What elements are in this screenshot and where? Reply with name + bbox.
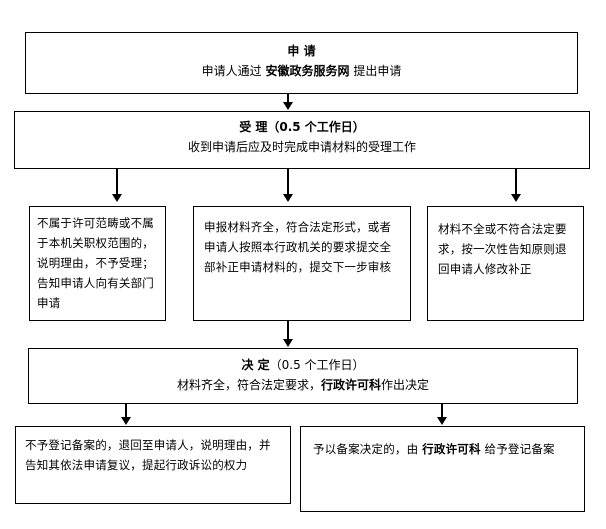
- decide-title-label: 决 定: [241, 358, 270, 372]
- arrow-head-apply-accept: [283, 102, 293, 110]
- accept-step-box: 受 理（0.5 个工作日） 收到申请后应及时完成申请材料的受理工作: [14, 111, 590, 169]
- connector-accept-right: [515, 169, 517, 195]
- apply-step-description: 申请人通过 安徽政务服务网 提出申请: [26, 61, 577, 81]
- not-accepted-text: 不属于许可范畴或不属于本机关职权范围的，说明理由，不予受理；告知申请人向有关部门…: [37, 216, 154, 310]
- approved-department-name: 行政许可科: [422, 442, 481, 456]
- decide-line-suffix: 作出决定: [381, 378, 430, 392]
- accepted-box: 申报材料齐全，符合法定形式，或者申请人按照本行政机关的要求提交全部补正申请材料的…: [193, 206, 411, 321]
- arrow-head-decide-left: [121, 417, 131, 425]
- arrow-head-accept-right: [511, 194, 521, 202]
- decide-line-prefix: 材料齐全，符合法定要求，: [176, 378, 321, 392]
- not-accepted-box: 不属于许可范畴或不属于本机关职权范围的，说明理由，不予受理；告知申请人向有关部门…: [29, 206, 166, 321]
- accept-step-description: 收到申请后应及时完成申请材料的受理工作: [187, 140, 416, 154]
- arrow-head-accept-middle: [283, 194, 293, 202]
- connector-decide-left: [125, 404, 127, 418]
- decide-department-name: 行政许可科: [320, 378, 381, 392]
- decide-step-title: 决 定（0.5 个工作日）: [29, 355, 577, 375]
- apply-step-box: 申 请 申请人通过 安徽政务服务网 提出申请: [25, 32, 578, 94]
- approved-result-box: 予以备案决定的，由 行政许可科 给予登记备案: [300, 426, 585, 512]
- connector-apply-accept: [287, 94, 289, 103]
- decide-step-description: 材料齐全，符合法定要求，行政许可科作出决定: [29, 375, 577, 395]
- arrow-head-accepted-decide: [283, 339, 293, 347]
- accept-step-title: 受 理（0.5 个工作日）: [15, 117, 589, 137]
- connector-decide-right: [441, 404, 443, 418]
- connector-accepted-decide: [287, 321, 289, 340]
- arrow-head-accept-left: [112, 194, 122, 202]
- approved-suffix: 给予登记备案: [484, 442, 555, 456]
- connector-accept-left: [116, 169, 118, 195]
- decide-time-limit: （0.5 个工作日）: [269, 358, 365, 372]
- apply-step-title: 申 请: [287, 44, 316, 58]
- incomplete-text: 材料不全或不符合法定要求，按一次性告知原则退回申请人修改补正: [438, 222, 567, 276]
- apply-line-prefix: 申请人通过: [201, 64, 262, 78]
- accept-time-limit: （0.5 个工作日）: [267, 120, 365, 134]
- rejected-result-box: 不予登记备案的，退回至申请人，说明理由，并告知其依法申请复议，提起行政诉讼的权力: [15, 426, 291, 504]
- apply-platform-name: 安徽政务服务网: [265, 64, 350, 78]
- decide-step-box: 决 定（0.5 个工作日） 材料齐全，符合法定要求，行政许可科作出决定: [28, 348, 578, 404]
- approved-prefix: 予以备案决定的，由: [313, 442, 419, 456]
- accept-title-label: 受 理: [239, 120, 268, 134]
- approved-result-text: 予以备案决定的，由 行政许可科 给予登记备案: [313, 439, 572, 459]
- connector-accept-middle: [287, 169, 289, 195]
- apply-line-suffix: 提出申请: [353, 64, 402, 78]
- incomplete-box: 材料不全或不符合法定要求，按一次性告知原则退回申请人修改补正: [427, 206, 584, 321]
- rejected-result-text: 不予登记备案的，退回至申请人，说明理由，并告知其依法申请复议，提起行政诉讼的权力: [25, 438, 271, 472]
- accepted-text: 申报材料齐全，符合法定形式，或者申请人按照本行政机关的要求提交全部补正申请材料的…: [204, 220, 392, 274]
- arrow-head-decide-right: [437, 417, 447, 425]
